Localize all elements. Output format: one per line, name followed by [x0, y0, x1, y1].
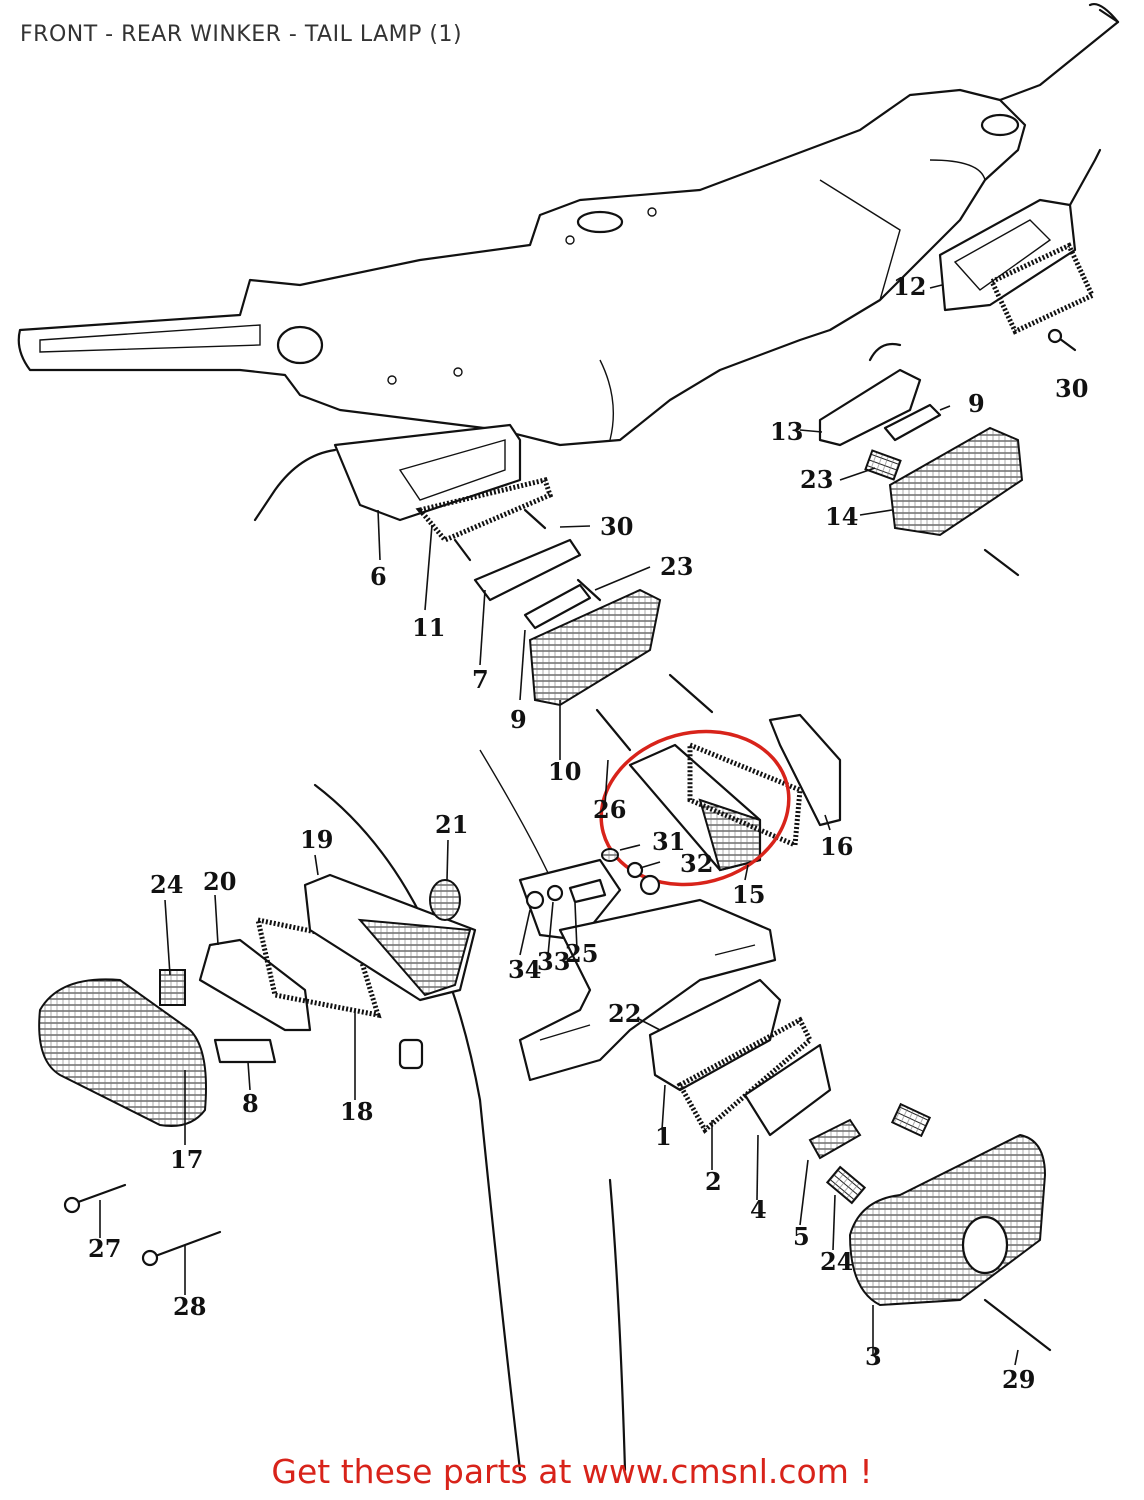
front-winker-left-housing — [253, 423, 522, 522]
tail-lamp-base — [648, 978, 782, 1092]
license-bracket — [518, 898, 777, 1082]
label-part-7: 7 — [472, 665, 489, 694]
label-part-30-right: 30 — [1055, 374, 1088, 403]
label-part-30-left: 30 — [600, 512, 633, 541]
tail-lamp-lens — [848, 1133, 1047, 1307]
handlebar — [17, 3, 1120, 447]
label-part-9-right: 9 — [968, 389, 985, 418]
screw-28 — [141, 1230, 222, 1267]
rear-reflector — [628, 741, 803, 872]
tail-lamp-bulb — [808, 1118, 862, 1160]
front-winker-left-socket — [473, 538, 582, 602]
label-part-24-right: 24 — [820, 1247, 853, 1276]
front-winker-left-gasket — [415, 477, 554, 544]
front-winker-left-lens — [528, 588, 662, 707]
grommet — [429, 879, 461, 921]
holders-right — [825, 1102, 932, 1205]
bolt-washer-assembly — [518, 848, 661, 942]
label-part-20: 20 — [203, 867, 236, 896]
label-part-34: 34 — [508, 955, 541, 984]
screw-30-right — [1047, 328, 1077, 352]
label-part-4: 4 — [750, 1195, 767, 1224]
label-part-18: 18 — [340, 1097, 373, 1126]
rear-winker-left-gasket — [254, 916, 382, 1019]
label-part-8: 8 — [242, 1089, 259, 1118]
label-part-11: 11 — [412, 613, 445, 642]
label-part-25: 25 — [565, 939, 598, 968]
label-part-33: 33 — [537, 947, 570, 976]
label-part-6: 6 — [370, 562, 387, 591]
label-part-19: 19 — [300, 825, 333, 854]
label-part-12: 12 — [893, 272, 926, 301]
screw-29 — [983, 1298, 1052, 1352]
screw-right-lens — [983, 548, 1020, 577]
screws-left-front — [453, 508, 714, 752]
rear-winker-left-stay — [198, 938, 312, 1032]
label-part-15: 15 — [732, 880, 765, 909]
cta-link-text[interactable]: Get these parts at www.cmsnl.com ! — [271, 1452, 873, 1491]
part-labels: 12 30 13 9 23 14 30 23 6 11 7 9 10 26 31… — [88, 272, 1088, 1394]
front-winker-left-bulb — [523, 583, 592, 630]
label-part-21: 21 — [435, 810, 468, 839]
tail-lamp-socket — [743, 1043, 832, 1137]
label-part-29: 29 — [1002, 1365, 1035, 1394]
label-part-27: 27 — [88, 1234, 121, 1263]
label-part-1: 1 — [655, 1122, 672, 1151]
front-winker-right-housing — [938, 148, 1102, 335]
label-part-22: 22 — [608, 999, 641, 1028]
label-part-13: 13 — [770, 417, 803, 446]
rear-winker-left-housing — [303, 873, 477, 1002]
label-part-23-left: 23 — [660, 552, 693, 581]
label-part-10: 10 — [548, 757, 581, 786]
label-part-3: 3 — [865, 1342, 882, 1371]
front-winker-right-bulb-holder — [864, 449, 902, 481]
label-part-24-left: 24 — [150, 870, 183, 899]
front-winker-right-bulb — [883, 403, 942, 442]
label-part-16: 16 — [820, 832, 853, 861]
diagram-title: FRONT - REAR WINKER - TAIL LAMP (1) — [20, 22, 463, 47]
reflector-bracket — [768, 713, 842, 827]
label-part-23-right: 23 — [800, 465, 833, 494]
rear-winker-left-bulb — [213, 1038, 277, 1064]
highlight-circle — [599, 729, 791, 887]
rear-winker-left-holder — [159, 969, 186, 1006]
label-part-5: 5 — [793, 1222, 810, 1251]
front-winker-right-socket — [818, 342, 922, 447]
label-part-9-left: 9 — [510, 705, 527, 734]
leader-lines — [99, 284, 1019, 1366]
label-part-32: 32 — [680, 849, 713, 878]
screw-27 — [63, 1183, 127, 1214]
label-part-28: 28 — [173, 1292, 206, 1321]
label-part-26: 26 — [593, 795, 626, 824]
front-winker-right-lens — [888, 426, 1024, 537]
label-part-17: 17 — [170, 1145, 203, 1174]
rear-winker-left-lens — [38, 978, 207, 1127]
label-part-2: 2 — [705, 1167, 722, 1196]
label-part-14: 14 — [825, 502, 858, 531]
label-part-31: 31 — [652, 827, 685, 856]
nut-small — [398, 1038, 424, 1070]
